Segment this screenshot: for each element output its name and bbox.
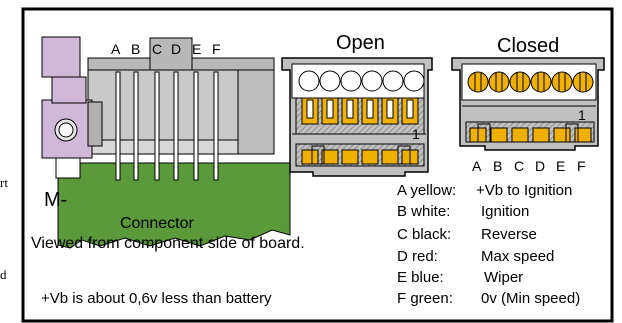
legend-value-c: Reverse [481, 226, 537, 243]
closed-pin-letter-a: A [472, 158, 482, 174]
open-title: Open [336, 32, 385, 54]
lever-top [41, 36, 81, 78]
legend-value-d: Max speed [481, 248, 555, 265]
pin-letter-c: C [152, 41, 163, 57]
open-connector-view [281, 57, 433, 177]
pin-letter-e: E [192, 41, 202, 57]
closed-pin-letter-b: B [493, 158, 503, 174]
closed-pin-letter-d: D [535, 158, 546, 174]
pin-letter-d: D [171, 41, 182, 57]
legend-key-d: D red: [397, 248, 438, 265]
connector-subcaption: Viewed from component side of board. [31, 235, 305, 252]
open-seal-holes [298, 70, 425, 92]
legend-key-a: A yellow: [397, 182, 457, 199]
legend-key-b: B white: [397, 203, 451, 220]
margin-fragment-2: d [0, 267, 7, 282]
closed-pin-letter-c: C [514, 158, 525, 174]
pins-group [115, 71, 219, 181]
pin-letter-f: F [212, 41, 221, 57]
legend-value-a: +Vb to Ignition [476, 182, 573, 199]
margin-fragment-1: rt [0, 175, 8, 190]
closed-pin-letter-e: E [556, 158, 566, 174]
legend-key-f: F green: [397, 290, 453, 307]
latch-tab [149, 37, 193, 71]
closed-terminals-top [467, 71, 594, 93]
legend-value-b: Ignition [481, 203, 530, 220]
pin-letter-b: B [131, 41, 141, 57]
legend-value-f: 0v (Min speed) [481, 290, 581, 307]
closed-title: Closed [497, 35, 560, 57]
connector-caption: Connector [120, 215, 194, 232]
open-pin-number: 1 [412, 126, 420, 142]
legend-key-c: C black: [397, 226, 452, 243]
voltage-note: +Vb is about 0,6v less than battery [41, 290, 272, 307]
legend-key-e: E blue: [397, 269, 444, 286]
closed-pin-letter-f: F [577, 158, 586, 174]
pcb-board [57, 162, 291, 249]
closed-connector-view [451, 57, 605, 151]
pin-letter-a: A [111, 41, 121, 57]
closed-pin-number: 1 [578, 107, 586, 123]
legend-value-e: Wiper [484, 269, 524, 286]
connector-side-view [41, 36, 291, 249]
motor-label: M- [44, 189, 68, 211]
